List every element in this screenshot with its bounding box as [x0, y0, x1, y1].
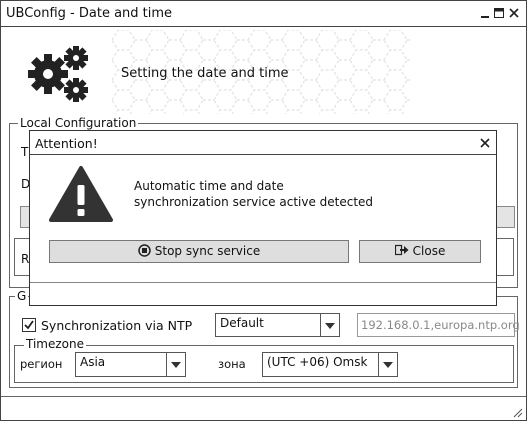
ntp-server-list-input[interactable]: 192.168.0.1,europa.ntp.org	[357, 313, 520, 337]
local-config-label: Local Configuration	[18, 116, 139, 130]
dialog-message-line1: Automatic time and date	[134, 179, 284, 193]
partial-label-d: D	[21, 177, 31, 191]
maximize-icon[interactable]	[493, 7, 505, 19]
hexagon-background	[112, 30, 412, 114]
dialog-message-line2: synchronization service active detected	[134, 195, 374, 209]
region-value: Asia	[80, 355, 106, 369]
partial-label-t: T	[21, 145, 29, 159]
partial-label-r: R	[21, 252, 30, 266]
zone-select[interactable]: (UTC +06) Omsk	[262, 352, 398, 377]
status-bar	[1, 396, 526, 420]
stop-sync-button[interactable]: Stop sync service	[49, 240, 349, 263]
region-select[interactable]: Asia	[75, 352, 186, 377]
ntp-checkbox[interactable]	[22, 318, 36, 332]
ntp-server-list-value: 192.168.0.1,europa.ntp.org	[361, 318, 520, 332]
exit-icon	[394, 244, 409, 256]
attention-dialog: Attention! Automatic time and date synch…	[29, 130, 497, 306]
dialog-title: Attention!	[35, 136, 98, 151]
dialog-footer-divider	[30, 282, 496, 283]
zone-value: (UTC +06) Omsk	[267, 355, 368, 369]
close-window-icon[interactable]	[508, 7, 520, 19]
hidden-button-right[interactable]	[495, 206, 515, 228]
resize-grip-icon[interactable]	[511, 406, 523, 418]
sync-group-label: G	[15, 289, 29, 303]
stop-sync-label: Stop sync service	[154, 244, 261, 258]
dialog-title-bar: Attention!	[30, 131, 496, 155]
header-text: Setting the date and time	[121, 66, 289, 81]
stop-icon	[138, 244, 151, 257]
check-icon	[24, 320, 34, 330]
chevron-down-icon[interactable]	[320, 314, 339, 336]
region-label: регион	[20, 357, 63, 371]
ntp-server-preset-value: Default	[220, 316, 264, 330]
title-bar: UBConfig - Date and time	[1, 1, 526, 27]
gears-icon	[24, 42, 94, 104]
dialog-close-button[interactable]: Close	[359, 240, 481, 263]
window-title: UBConfig - Date and time	[6, 6, 173, 21]
chevron-down-icon[interactable]	[378, 353, 397, 376]
dialog-close-label: Close	[412, 244, 446, 258]
ntp-server-preset-select[interactable]: Default	[215, 313, 340, 337]
chevron-down-icon[interactable]	[166, 353, 185, 376]
minimize-icon[interactable]	[479, 7, 491, 19]
ntp-checkbox-label[interactable]: Synchronization via NTP	[41, 318, 193, 333]
dialog-close-icon[interactable]	[478, 136, 492, 150]
zone-label: зона	[218, 357, 246, 371]
timezone-label: Timezone	[24, 337, 86, 351]
warning-icon	[48, 165, 114, 223]
timezone-group	[14, 345, 514, 383]
